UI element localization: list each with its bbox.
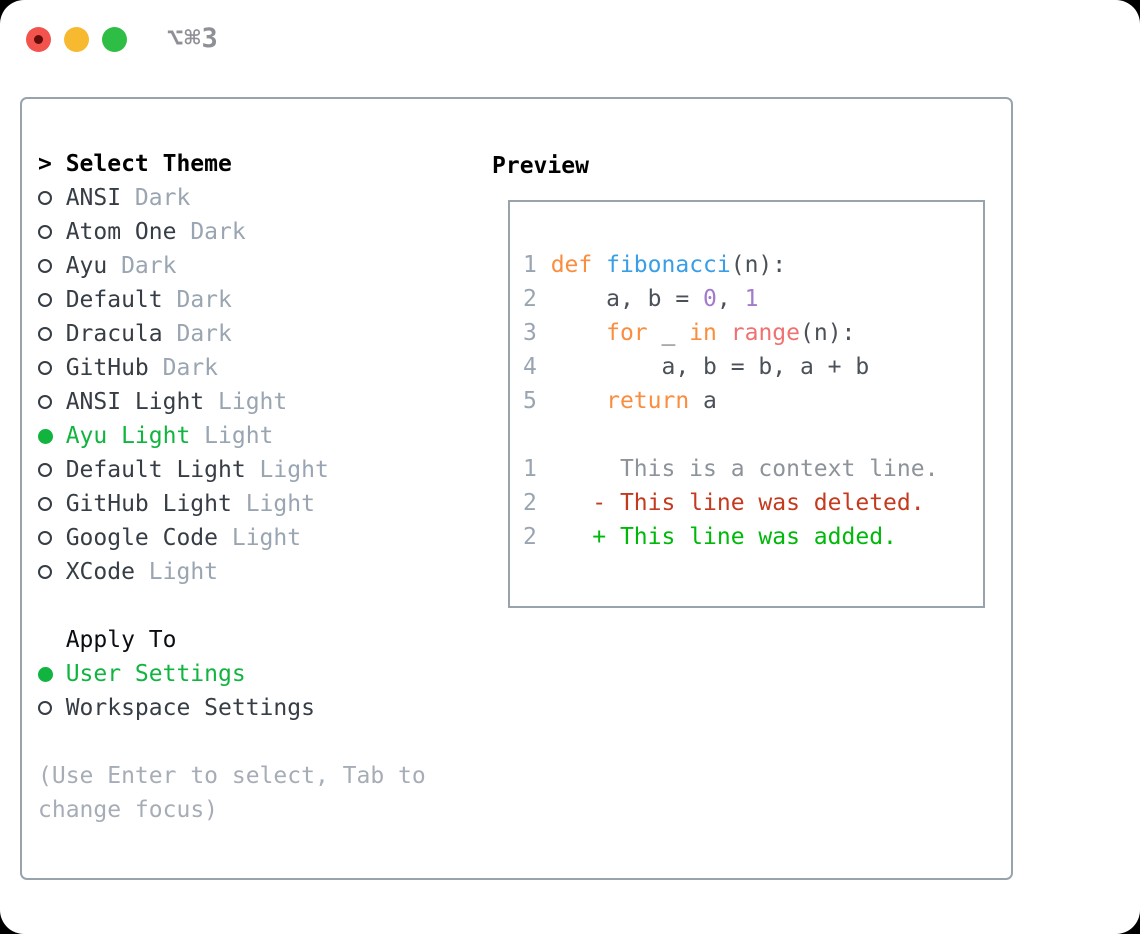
radio-unselected-icon: [38, 317, 66, 351]
option-label: Dracula: [65, 321, 163, 347]
theme-variant-tag: Light: [134, 559, 219, 585]
line-number: 3: [523, 320, 551, 346]
theme-option-github[interactable]: GitHub Dark: [38, 351, 490, 385]
radio-unselected-icon: [38, 181, 66, 215]
theme-variant-tag: Dark: [148, 355, 219, 381]
option-label: Atom One: [65, 219, 177, 245]
close-button[interactable]: [26, 27, 51, 52]
apply-to-header: Apply To: [38, 623, 490, 657]
theme-option-ansi[interactable]: ANSI Dark: [38, 181, 490, 215]
theme-variant-tag: Dark: [162, 287, 232, 313]
radio-unselected-icon: [38, 215, 66, 249]
apply-option-workspace-settings[interactable]: Workspace Settings: [38, 691, 490, 725]
line-number: 2: [523, 524, 551, 550]
apply-option-user-settings[interactable]: User Settings: [38, 657, 490, 691]
option-label: User Settings: [65, 661, 246, 687]
theme-option-ayu-light[interactable]: Ayu Light Light: [38, 419, 490, 453]
theme-variant-tag: Light: [190, 423, 274, 449]
theme-option-default[interactable]: Default Dark: [38, 283, 490, 317]
radio-unselected-icon: [38, 521, 66, 555]
theme-option-default-light[interactable]: Default Light Light: [38, 453, 490, 487]
theme-variant-tag: Dark: [176, 219, 246, 245]
radio-unselected-icon: [38, 555, 66, 589]
theme-variant-tag: Dark: [107, 253, 177, 279]
code-line: 5 return a: [523, 388, 717, 414]
option-label: GitHub Light: [65, 491, 232, 517]
theme-variant-tag: Light: [218, 525, 302, 551]
option-label: XCode: [65, 559, 135, 585]
theme-option-ansi-light[interactable]: ANSI Light Light: [38, 385, 490, 419]
line-number: 5: [523, 388, 551, 414]
line-number: 1: [523, 456, 551, 482]
radio-unselected-icon: [38, 351, 66, 385]
option-label: Workspace Settings: [65, 695, 315, 721]
radio-unselected-icon: [38, 487, 66, 521]
theme-option-dracula[interactable]: Dracula Dark: [38, 317, 490, 351]
option-label: Default: [65, 287, 163, 313]
code-line: 3 for _ in range(n):: [523, 320, 856, 346]
window-title-shortcut: ⌥⌘3: [167, 23, 219, 54]
theme-variant-tag: Light: [204, 389, 288, 415]
line-number: 1: [523, 252, 551, 278]
select-theme-title: Select Theme: [65, 151, 232, 177]
line-number: 2: [523, 286, 551, 312]
option-label: ANSI: [65, 185, 122, 211]
close-dot-icon: [34, 35, 43, 44]
theme-variant-tag: Light: [245, 457, 329, 483]
select-theme-header: > Select Theme: [38, 147, 490, 181]
radio-selected-icon: [38, 419, 66, 453]
apply-to-indent: [38, 623, 66, 657]
option-label: Ayu Light: [65, 423, 191, 449]
theme-variant-tag: Dark: [162, 321, 232, 347]
line-number: 4: [523, 354, 551, 380]
preview-title: Preview: [492, 153, 589, 179]
theme-option-github-light[interactable]: GitHub Light Light: [38, 487, 490, 521]
code-line: 4 a, b = b, a + b: [523, 354, 870, 380]
apply-to-title: Apply To: [65, 627, 177, 653]
diff-line: 1 This is a context line.: [523, 456, 939, 482]
theme-option-google-code[interactable]: Google Code Light: [38, 521, 490, 555]
caret-icon: >: [38, 151, 52, 177]
blank-line: [523, 418, 983, 452]
zoom-button[interactable]: [102, 27, 127, 52]
spacer: [38, 589, 490, 623]
option-label: Ayu: [65, 253, 108, 279]
spacer: [38, 725, 490, 759]
option-label: GitHub: [65, 355, 149, 381]
preview-box: 1 def fibonacci(n): 2 a, b = 0, 1 3 for _ …: [508, 200, 985, 608]
theme-variant-tag: Dark: [121, 185, 191, 211]
theme-option-atom-one[interactable]: Atom One Dark: [38, 215, 490, 249]
code-line: 1 def fibonacci(n):: [523, 252, 787, 278]
radio-unselected-icon: [38, 691, 66, 725]
option-label: Google Code: [65, 525, 219, 551]
help-text: (Use Enter to select, Tab to change focu…: [38, 763, 426, 823]
radio-unselected-icon: [38, 453, 66, 487]
theme-option-xcode[interactable]: XCode Light: [38, 555, 490, 589]
radio-selected-icon: [38, 657, 66, 691]
diff-line: 2 + This line was added.: [523, 524, 897, 550]
option-label: ANSI Light: [65, 389, 205, 415]
radio-unselected-icon: [38, 283, 66, 317]
diff-line: 2 - This line was deleted.: [523, 490, 925, 516]
minimize-button[interactable]: [64, 27, 89, 52]
option-label: Default Light: [65, 457, 246, 483]
line-number: 2: [523, 490, 551, 516]
theme-variant-tag: Light: [231, 491, 315, 517]
radio-unselected-icon: [38, 249, 66, 283]
radio-unselected-icon: [38, 385, 66, 419]
code-line: 2 a, b = 0, 1: [523, 286, 759, 312]
theme-option-ayu[interactable]: Ayu Dark: [38, 249, 490, 283]
code-preview: 1 def fibonacci(n): 2 a, b = 0, 1 3 for _ …: [510, 202, 983, 554]
